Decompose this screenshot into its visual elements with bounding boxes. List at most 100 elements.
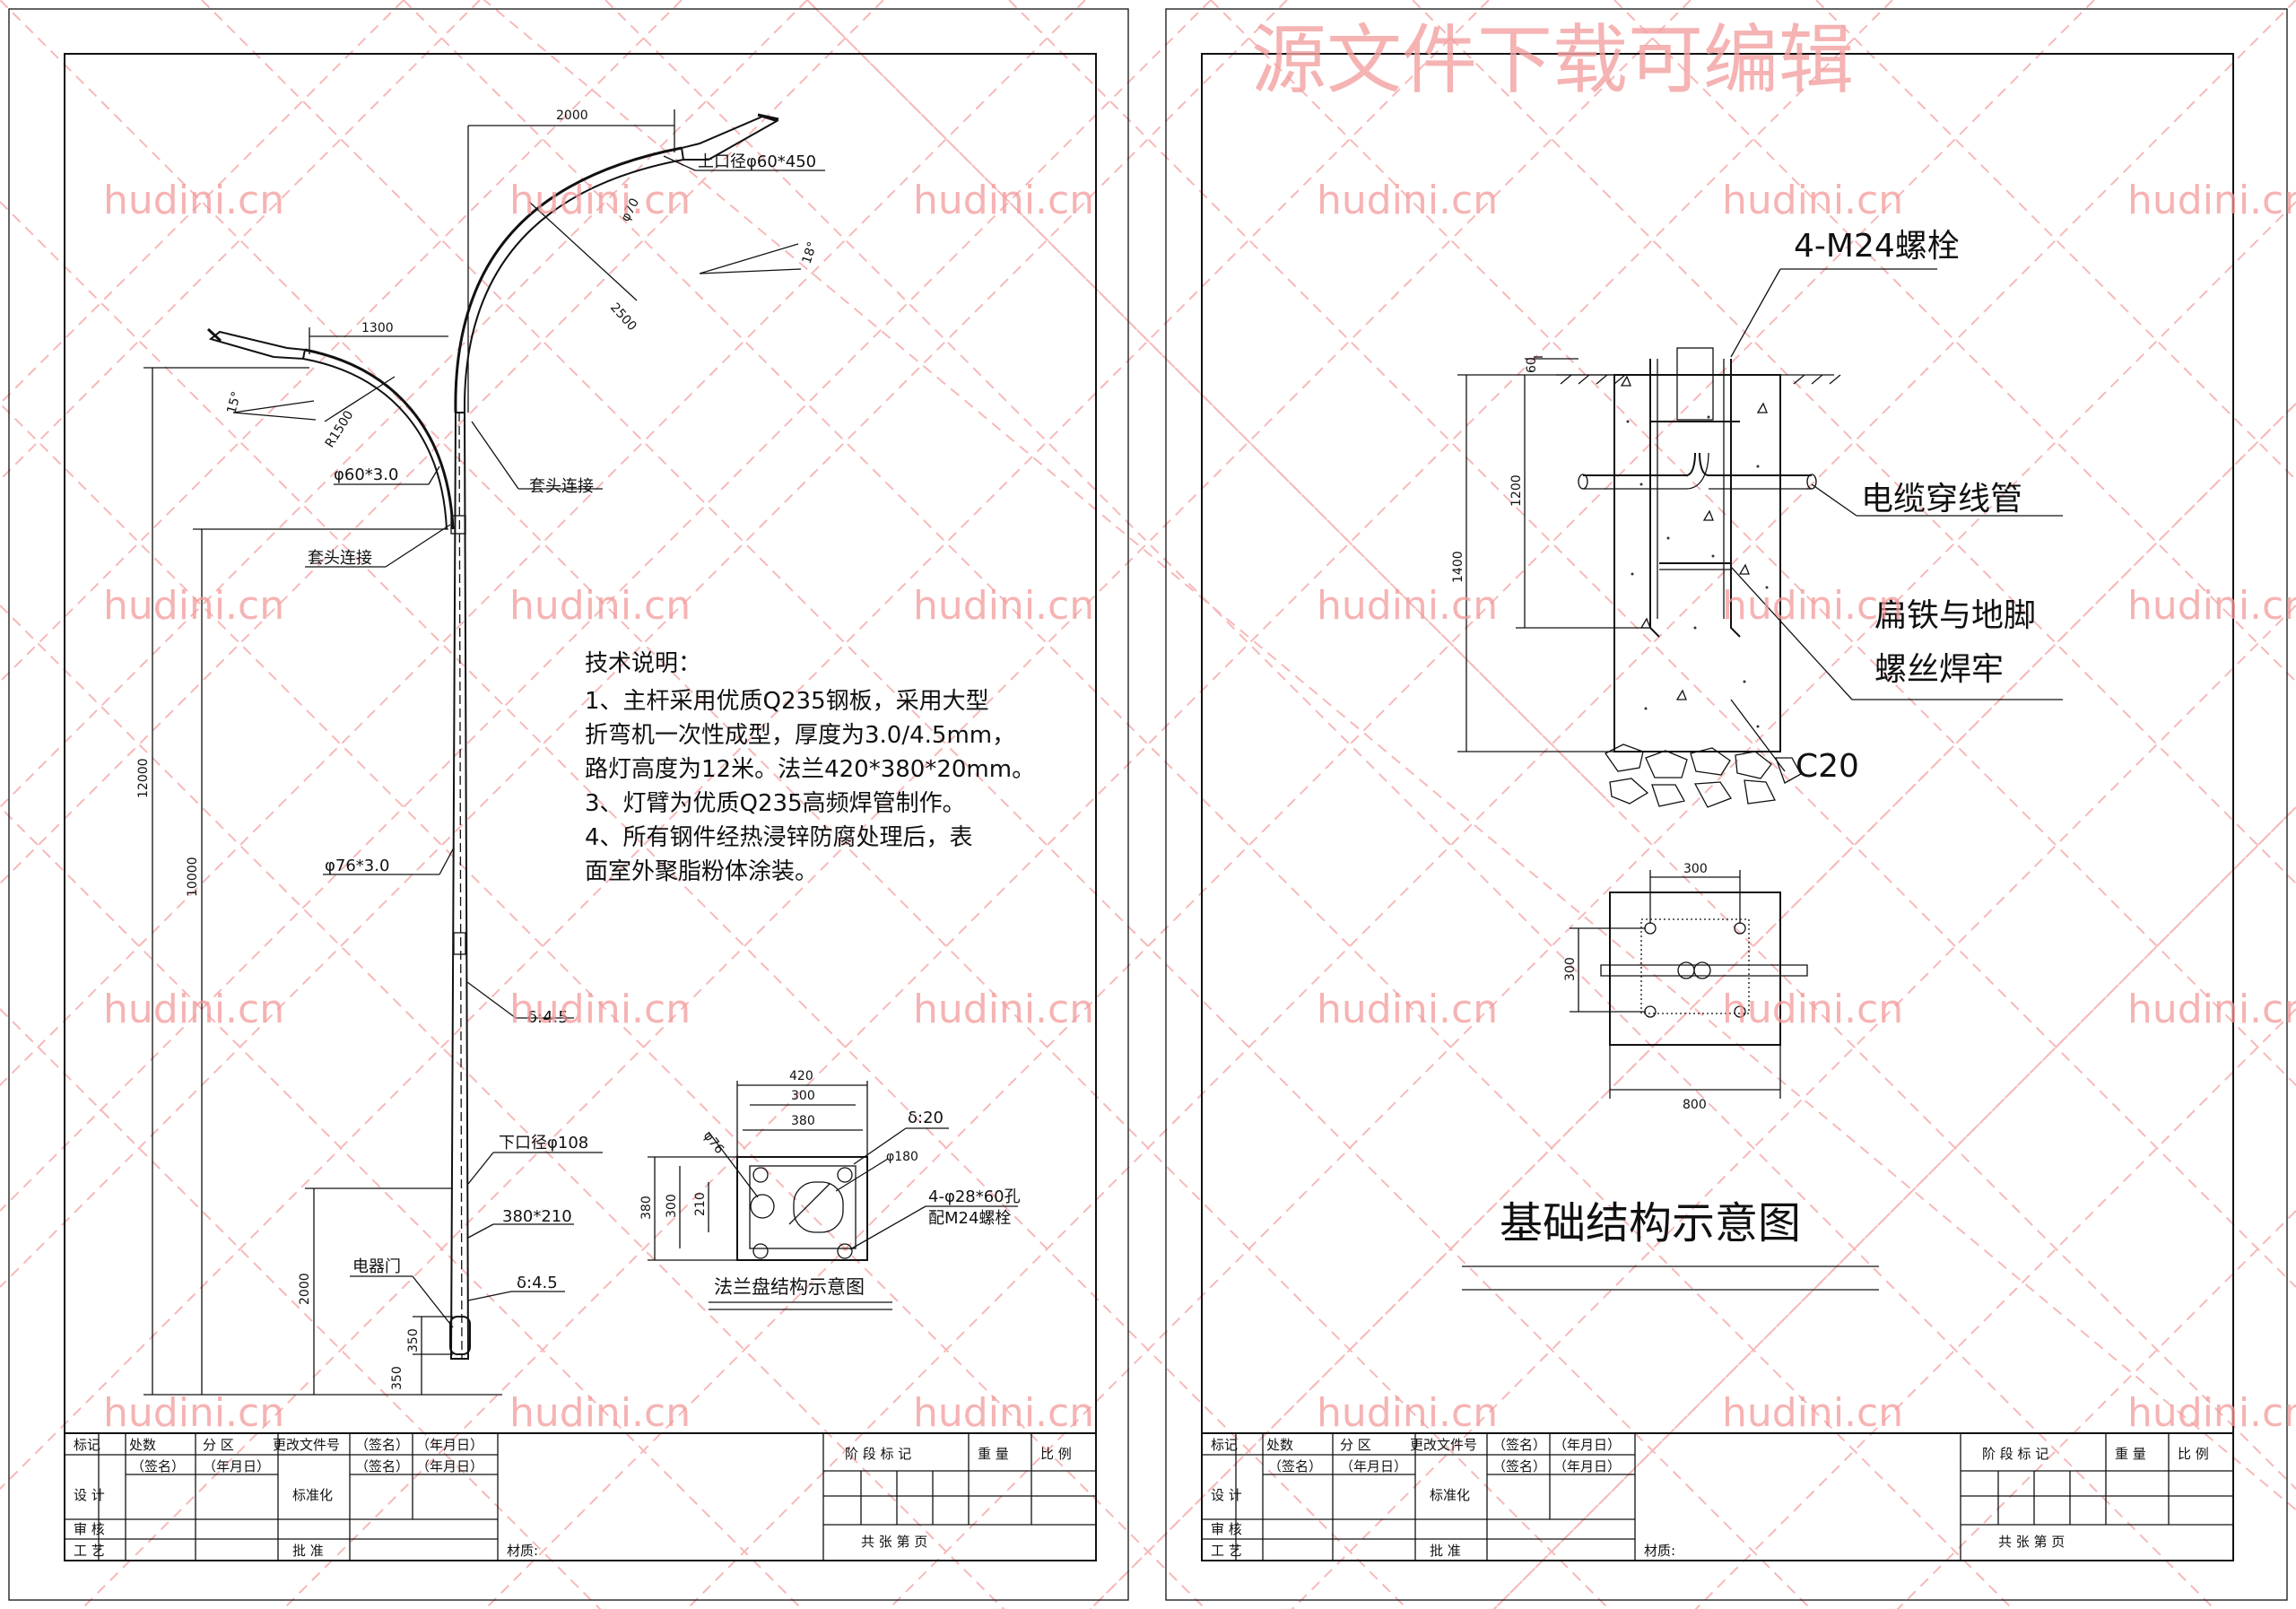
notes-line: 路灯高度为12米。法兰420*380*20mm。 bbox=[585, 756, 1035, 783]
watermark-site: hudini.cn bbox=[1317, 178, 1498, 223]
tb-cell: 标准化 bbox=[1430, 1487, 1470, 1503]
tb-stage: 阶 段 标 记 bbox=[845, 1446, 911, 1462]
flange-bolts: 配M24螺栓 bbox=[928, 1209, 1011, 1228]
tb-cell: （年月日） bbox=[1553, 1458, 1621, 1474]
watermark-text: 源文件下载可编辑 hudini.cn hudini.cn hudini.cn h… bbox=[103, 16, 2296, 1436]
flange-w380: 380 bbox=[791, 1114, 815, 1128]
plan-top300: 300 bbox=[1683, 862, 1708, 876]
watermark-site: hudini.cn bbox=[509, 987, 691, 1032]
watermark-site: hudini.cn bbox=[1722, 583, 1903, 629]
watermark-site: hudini.cn bbox=[509, 583, 691, 629]
tb-cell: 分 区 bbox=[203, 1437, 234, 1453]
watermark-site: hudini.cn bbox=[1722, 178, 1903, 223]
label-380x210: 380*210 bbox=[502, 1207, 572, 1226]
watermark-site: hudini.cn bbox=[1317, 1390, 1498, 1436]
flange-h380: 380 bbox=[639, 1196, 654, 1220]
watermark-site: hudini.cn bbox=[913, 178, 1094, 223]
tb-weight: 重 量 bbox=[978, 1446, 1009, 1462]
plan-bottom800: 800 bbox=[1683, 1098, 1707, 1112]
notes-line: 4、所有钢件经热浸锌防腐处理后，表 bbox=[585, 824, 973, 851]
flange-h210: 210 bbox=[693, 1192, 708, 1216]
tb-scale: 比 例 bbox=[1040, 1446, 1072, 1462]
watermark-site: hudini.cn bbox=[2127, 1390, 2296, 1436]
tb-cell: 批 准 bbox=[292, 1543, 324, 1559]
dim-h2000: 2000 bbox=[298, 1273, 312, 1305]
watermark-site: hudini.cn bbox=[913, 987, 1094, 1032]
watermark-site: hudini.cn bbox=[2127, 987, 2296, 1032]
label-delta45b: δ:4.5 bbox=[517, 1274, 558, 1292]
tb-cell: （签名） bbox=[1268, 1458, 1322, 1474]
notes-line: 折弯机一次性成型，厚度为3.0/4.5mm， bbox=[585, 722, 1015, 749]
tb-cell: （年月日） bbox=[1553, 1437, 1621, 1453]
tb-cell: （签名） bbox=[131, 1458, 185, 1474]
title-block-left: 标记 处数 分 区 更改文件号 （签名） （年月日） 设 计 （签名） （年月日… bbox=[64, 1432, 1097, 1561]
tb-cell: 批 准 bbox=[1430, 1543, 1461, 1559]
tb-cell: 标记 bbox=[1211, 1437, 1238, 1453]
tb-cell: 标准化 bbox=[292, 1487, 333, 1503]
label-r1500: R1500 bbox=[323, 408, 357, 450]
tb-cell: （签名） bbox=[1492, 1437, 1546, 1453]
flange-w420: 420 bbox=[789, 1069, 813, 1083]
technical-notes: 技术说明： 1、主杆采用优质Q235钢板，采用大型 折弯机一次性成型，厚度为3.… bbox=[585, 650, 1035, 885]
watermark-site: hudini.cn bbox=[509, 1390, 691, 1436]
tb-cell: （年月日） bbox=[416, 1458, 483, 1474]
dim-h1200: 1200 bbox=[1509, 474, 1524, 507]
flange-delta20: δ:20 bbox=[908, 1109, 944, 1127]
notes-title: 技术说明： bbox=[585, 650, 701, 677]
label-angle18: 18° bbox=[800, 240, 821, 266]
tb-cell: 更改文件号 bbox=[1410, 1437, 1477, 1453]
notes-line: 3、灯臂为优质Q235高频焊管制作。 bbox=[585, 790, 966, 817]
tb-cell: 工 艺 bbox=[74, 1543, 105, 1559]
tb-cell: （签名） bbox=[355, 1437, 409, 1453]
label-door: 电器门 bbox=[352, 1257, 401, 1276]
dim-arm-short: 1300 bbox=[361, 321, 394, 335]
tb-cell: （签名） bbox=[355, 1458, 409, 1474]
tb-cell: 标记 bbox=[74, 1437, 100, 1453]
tb-cell: （年月日） bbox=[1340, 1458, 1407, 1474]
watermark-title: 源文件下载可编辑 bbox=[1251, 16, 1854, 104]
label-len2500: 2500 bbox=[607, 300, 639, 334]
tb-material: 材质: bbox=[1644, 1543, 1675, 1559]
label-weld-1: 扁铁与地脚 bbox=[1874, 597, 2036, 634]
watermark-site: hudini.cn bbox=[1317, 987, 1498, 1032]
tb-material: 材质: bbox=[507, 1543, 538, 1559]
watermark-site: hudini.cn bbox=[103, 1390, 284, 1436]
tb-weight: 重 量 bbox=[2115, 1446, 2146, 1462]
tb-cell: 处数 bbox=[129, 1437, 156, 1453]
watermark-site: hudini.cn bbox=[2127, 178, 2296, 223]
title-block-right: 标记 处数 分 区 更改文件号 （签名） （年月日） 设 计 （签名） （年月日… bbox=[1201, 1432, 2234, 1561]
tb-cell: （年月日） bbox=[203, 1458, 270, 1474]
notes-line: 面室外聚脂粉体涂装。 bbox=[585, 858, 818, 885]
watermark-site: hudini.cn bbox=[509, 178, 691, 223]
label-bolts: 4-M24螺栓 bbox=[1794, 228, 1960, 265]
pole-elevation: 2000 1300 上口径φ60*450 φ70 18° 2500 15° R1… bbox=[136, 109, 825, 1396]
notes-line: 1、主杆采用优质Q235钢板，采用大型 bbox=[585, 688, 989, 715]
label-phi76: φ76*3.0 bbox=[325, 857, 389, 875]
foundation-plan: 300 300 800 bbox=[1563, 862, 1808, 1112]
watermark-site: hudini.cn bbox=[913, 1390, 1094, 1436]
foundation-section: 4-M24螺栓 60 电缆穿线管 扁铁与地脚 螺丝焊牢 C20 1400 120… bbox=[1451, 228, 2063, 808]
watermark-site: hudini.cn bbox=[103, 987, 284, 1032]
label-joint-b: 套头连接 bbox=[308, 549, 372, 568]
plan-side300: 300 bbox=[1563, 957, 1578, 981]
dim-h12000: 12000 bbox=[136, 758, 151, 798]
dim-h350a: 350 bbox=[406, 1328, 421, 1352]
tb-page: 共 张 第 页 bbox=[1998, 1534, 2065, 1550]
label-angle15: 15° bbox=[224, 390, 244, 415]
tb-cell: 审 核 bbox=[1211, 1521, 1242, 1537]
dim-h1400: 1400 bbox=[1451, 551, 1465, 583]
tb-cell: （签名） bbox=[1492, 1458, 1546, 1474]
dim-arm-long: 2000 bbox=[556, 109, 588, 123]
tb-cell: 更改文件号 bbox=[273, 1437, 340, 1453]
label-joint-a: 套头连接 bbox=[529, 477, 594, 496]
flange-holes: 4-φ28*60孔 bbox=[928, 1187, 1021, 1206]
label-bottom-diameter: 下口径φ108 bbox=[499, 1134, 588, 1152]
watermark-site: hudini.cn bbox=[2127, 583, 2296, 629]
foundation-title: 基础结构示意图 bbox=[1500, 1198, 1801, 1248]
tb-cell: （年月日） bbox=[416, 1437, 483, 1453]
flange-phi76: φ76 bbox=[700, 1129, 726, 1157]
watermark-site: hudini.cn bbox=[103, 583, 284, 629]
tb-cell: 设 计 bbox=[74, 1487, 105, 1503]
label-weld-2: 螺丝焊牢 bbox=[1874, 651, 2004, 688]
